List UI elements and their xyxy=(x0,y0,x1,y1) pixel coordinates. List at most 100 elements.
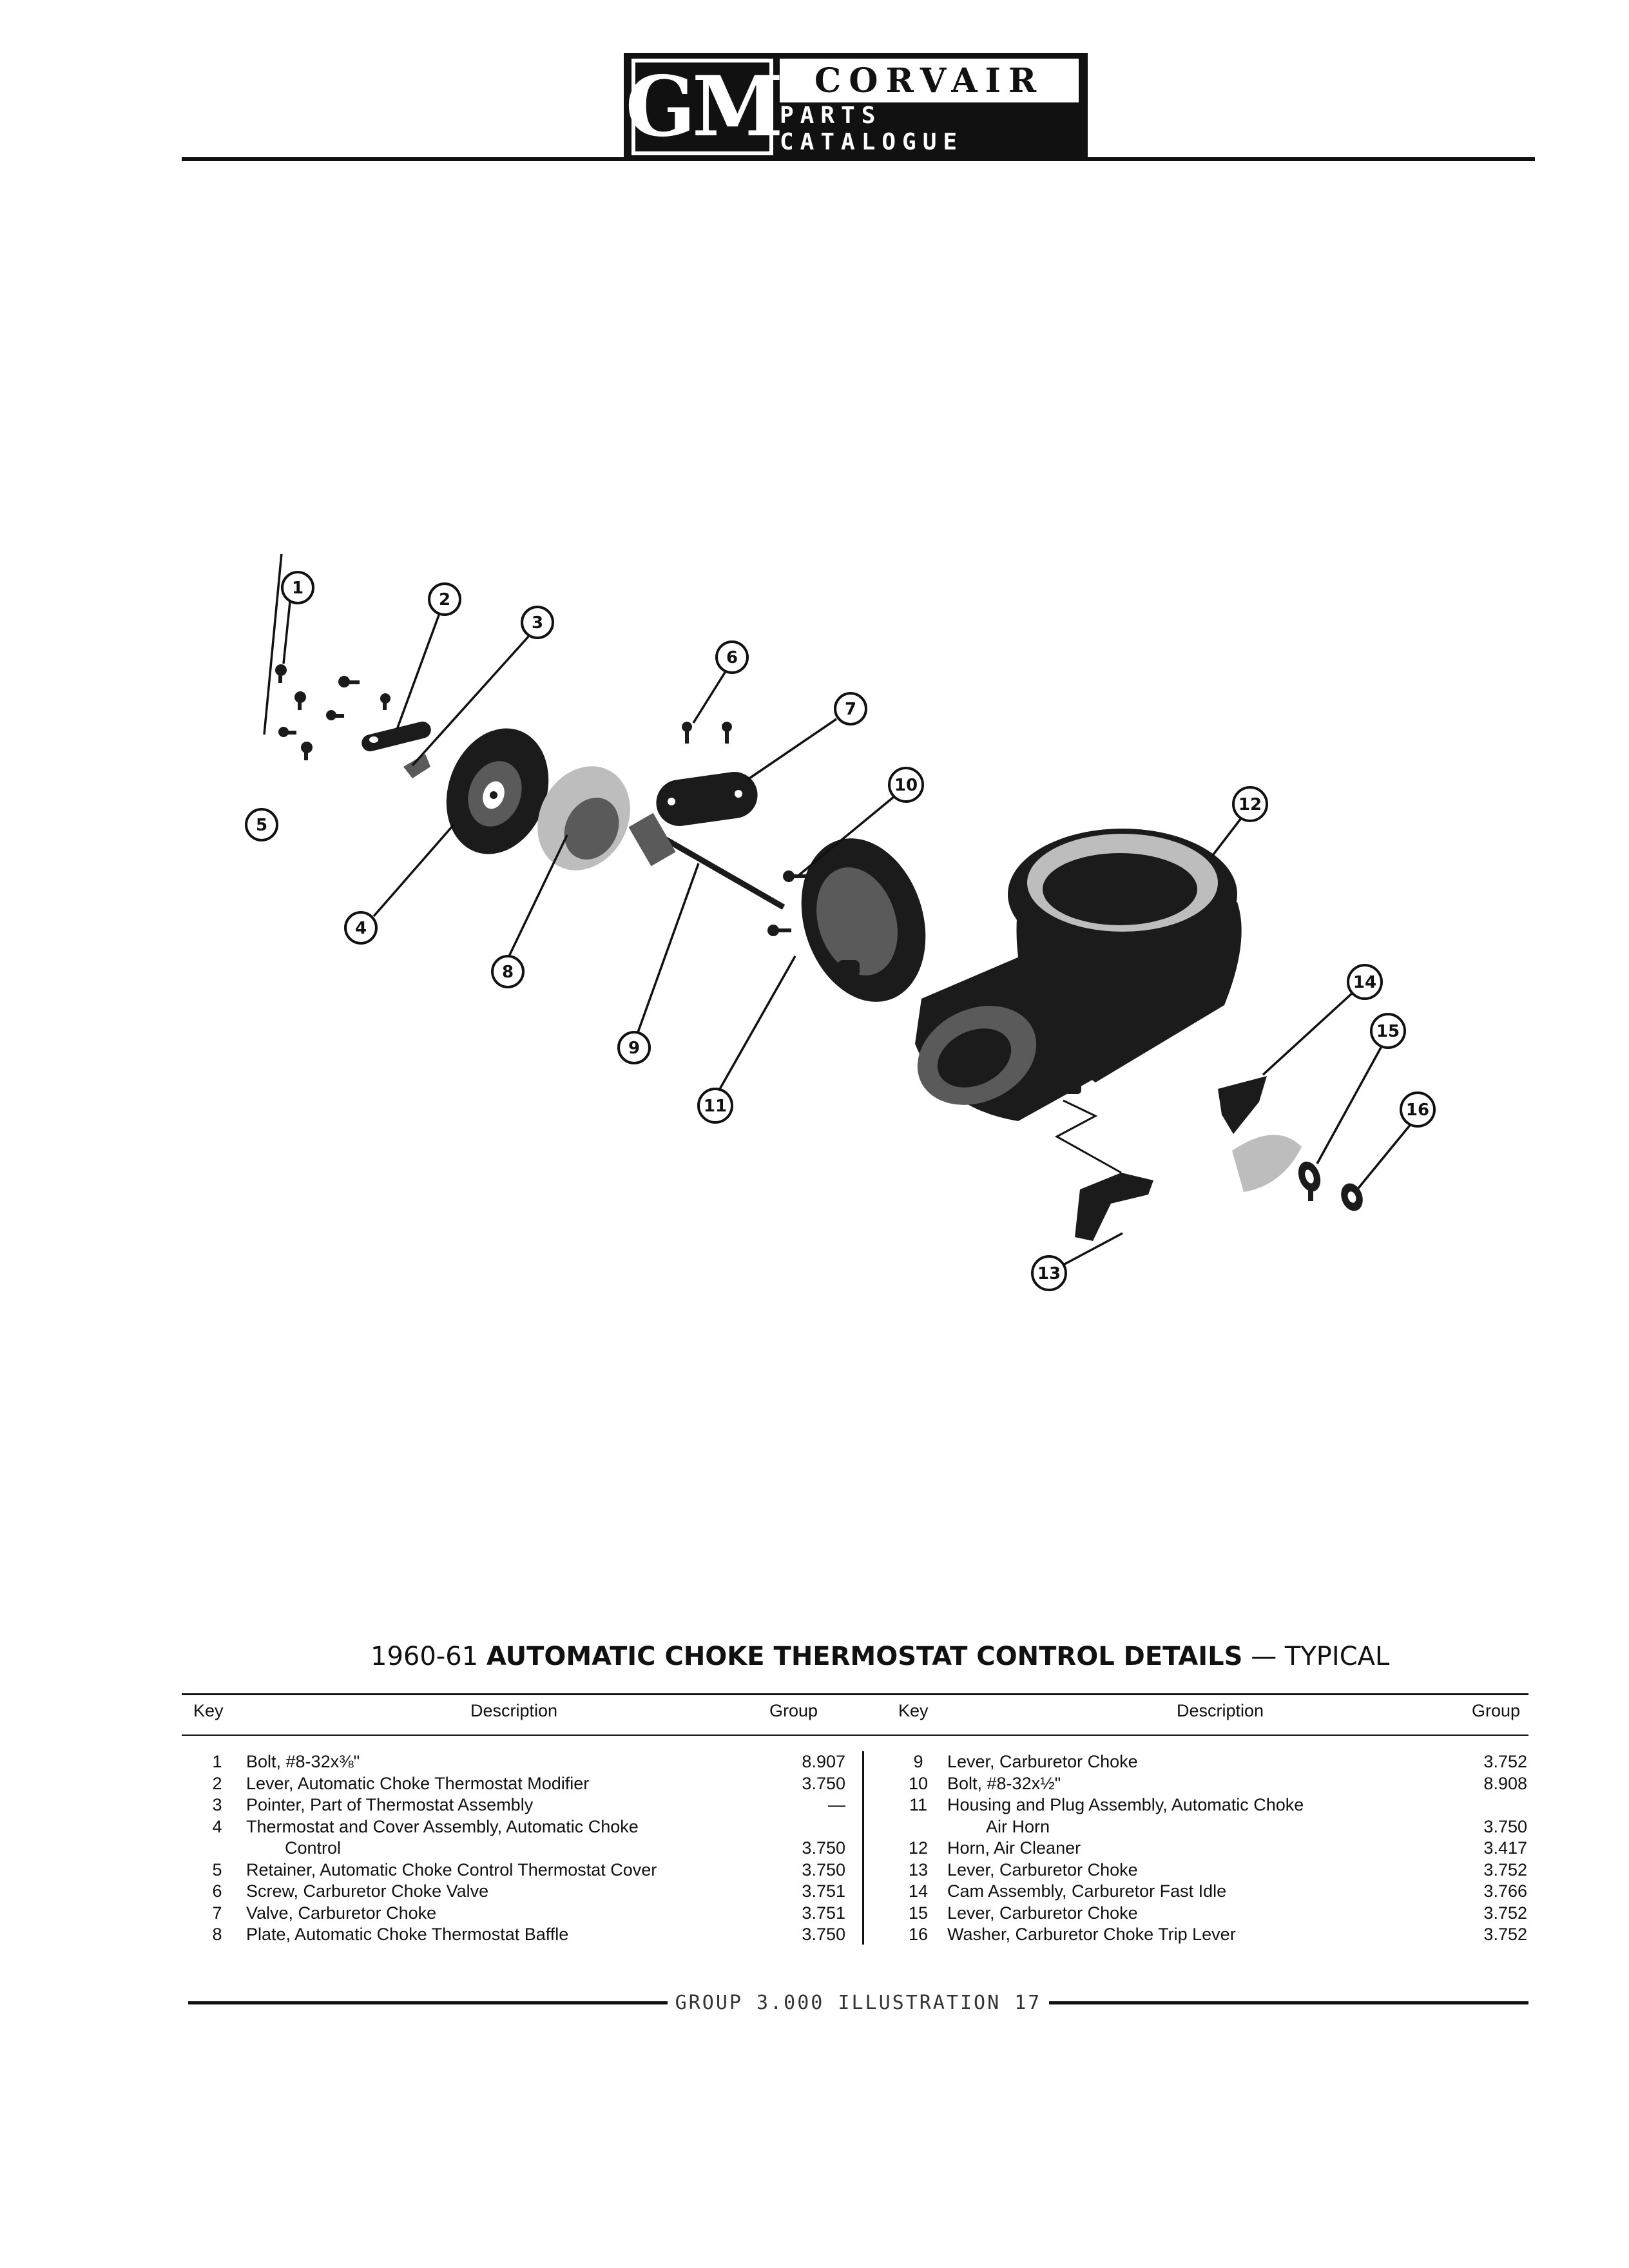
callout-3: 3 xyxy=(521,606,554,639)
table-row: 9 Lever, Carburetor Choke 3.752 xyxy=(889,1751,1527,1773)
footer-rule-left xyxy=(188,2001,668,2004)
row-key: 3 xyxy=(212,1795,222,1814)
table-top-rule xyxy=(182,1693,1528,1695)
row-key: 16 xyxy=(908,1925,929,1944)
header-key-left: Key xyxy=(193,1701,224,1720)
row-key xyxy=(188,1838,246,1860)
svg-text:10: 10 xyxy=(894,776,918,795)
svg-text:16: 16 xyxy=(1406,1100,1429,1120)
title-dash: — xyxy=(1251,1642,1277,1671)
row-group: 3.752 xyxy=(1483,1752,1527,1771)
logo-title: CORVAIR xyxy=(780,59,1079,102)
table-row: 6 Screw, Carburetor Choke Valve 3.751 xyxy=(188,1881,845,1903)
part-13-choke-lever xyxy=(1054,1099,1153,1241)
row-description: Plate, Automatic Choke Thermostat Baffle xyxy=(246,1925,569,1944)
part-10-bolts xyxy=(767,870,807,936)
row-description: Housing and Plug Assembly, Automatic Cho… xyxy=(947,1795,1304,1814)
part-12-air-cleaner-horn xyxy=(915,829,1242,1121)
header-group-right: Group xyxy=(1472,1701,1521,1720)
svg-text:3: 3 xyxy=(532,613,543,633)
table-row: 13 Lever, Carburetor Choke 3.752 xyxy=(889,1860,1527,1881)
table-row: 12 Horn, Air Cleaner 3.417 xyxy=(889,1838,1527,1860)
row-group: 3.750 xyxy=(802,1860,845,1879)
callout-2: 2 xyxy=(428,582,461,616)
illustration-title: 1960-61 AUTOMATIC CHOKE THERMOSTAT CONTR… xyxy=(371,1642,1427,1671)
row-description: Retainer, Automatic Choke Control Thermo… xyxy=(246,1860,657,1879)
callout-11: 11 xyxy=(697,1088,733,1124)
row-description: Bolt, #8-32x⅜" xyxy=(246,1752,360,1771)
table-row: 14 Cam Assembly, Carburetor Fast Idle 3.… xyxy=(889,1881,1527,1903)
row-description: Lever, Automatic Choke Thermostat Modifi… xyxy=(246,1773,590,1793)
svg-text:9: 9 xyxy=(628,1039,640,1058)
part-3-pointer xyxy=(403,754,430,778)
footer-text: GROUP 3.000 ILLUSTRATION 17 xyxy=(675,1991,1042,2014)
page-footer: GROUP 3.000 ILLUSTRATION 17 xyxy=(188,1990,1529,2015)
callout-10: 10 xyxy=(888,767,924,803)
svg-text:2: 2 xyxy=(439,590,450,610)
row-group: 3.751 xyxy=(802,1881,845,1901)
row-group: 3.766 xyxy=(1483,1881,1527,1901)
parts-table-left: 1 Bolt, #8-32x⅜" 8.907 2 Lever, Automati… xyxy=(188,1751,845,1946)
svg-text:5: 5 xyxy=(256,816,267,835)
row-description: Washer, Carburetor Choke Trip Lever xyxy=(947,1925,1236,1944)
table-row: 3 Pointer, Part of Thermostat Assembly — xyxy=(188,1794,845,1816)
table-row: 4 Thermostat and Cover Assembly, Automat… xyxy=(188,1816,845,1838)
callout-6: 6 xyxy=(715,640,749,674)
row-key: 13 xyxy=(908,1860,929,1879)
svg-text:12: 12 xyxy=(1239,795,1262,814)
svg-text:13: 13 xyxy=(1037,1264,1061,1283)
row-description: Bolt, #8-32x½" xyxy=(947,1773,1061,1793)
row-description: Cam Assembly, Carburetor Fast Idle xyxy=(947,1881,1227,1901)
svg-text:8: 8 xyxy=(502,963,514,982)
title-suffix: TYPICAL xyxy=(1284,1642,1390,1671)
part-9-choke-lever xyxy=(628,812,786,910)
row-description: Lever, Carburetor Choke xyxy=(947,1752,1138,1771)
table-row: Control 3.750 xyxy=(188,1838,845,1860)
title-main: AUTOMATIC CHOKE THERMOSTAT CONTROL DETAI… xyxy=(486,1642,1243,1671)
row-group: 3.752 xyxy=(1483,1903,1527,1923)
part-8-baffle-plate xyxy=(537,766,630,870)
row-description: Lever, Carburetor Choke xyxy=(947,1860,1138,1879)
row-group: 3.750 xyxy=(802,1773,845,1793)
header-description-left: Description xyxy=(470,1701,558,1720)
table-row: 5 Retainer, Automatic Choke Control Ther… xyxy=(188,1860,845,1881)
svg-text:14: 14 xyxy=(1353,973,1376,992)
gm-corvair-logo: GM CORVAIR PARTS CATALOGUE xyxy=(624,53,1088,161)
callout-7: 7 xyxy=(834,692,867,726)
part-2-modifier-lever xyxy=(361,721,431,752)
row-key: 12 xyxy=(908,1838,929,1858)
row-group: 8.908 xyxy=(1483,1773,1527,1793)
logo-subtitle: PARTS CATALOGUE xyxy=(780,102,964,155)
table-row: 8 Plate, Automatic Choke Thermostat Baff… xyxy=(188,1924,845,1946)
row-group: 3.752 xyxy=(1483,1860,1527,1879)
row-description: Valve, Carburetor Choke xyxy=(246,1903,437,1923)
row-key: 1 xyxy=(212,1752,222,1771)
svg-text:4: 4 xyxy=(355,919,367,938)
svg-text:6: 6 xyxy=(726,648,738,668)
row-key xyxy=(889,1816,947,1838)
row-group: — xyxy=(828,1795,845,1814)
part-4-thermostat-cover xyxy=(446,728,549,854)
part-15-lever xyxy=(1298,1161,1321,1201)
table-column-divider xyxy=(862,1751,864,1945)
footer-rule-right xyxy=(1049,2001,1529,2004)
row-key: 6 xyxy=(212,1881,222,1901)
part-6-screws xyxy=(682,722,732,744)
row-key: 10 xyxy=(908,1773,929,1793)
callout-5: 5 xyxy=(245,808,278,841)
row-group: 3.750 xyxy=(1483,1816,1527,1836)
row-key: 8 xyxy=(212,1925,222,1944)
row-key: 11 xyxy=(909,1795,928,1814)
row-group: 3.750 xyxy=(802,1925,845,1944)
callout-13: 13 xyxy=(1031,1255,1067,1291)
row-key: 5 xyxy=(212,1860,222,1879)
callout-9: 9 xyxy=(617,1031,651,1064)
row-group: 3.752 xyxy=(1483,1925,1527,1944)
table-row: 7 Valve, Carburetor Choke 3.751 xyxy=(188,1903,845,1925)
header-description-right: Description xyxy=(1177,1701,1264,1720)
row-key: 9 xyxy=(913,1752,923,1771)
table-row: 15 Lever, Carburetor Choke 3.752 xyxy=(889,1903,1527,1925)
callout-12: 12 xyxy=(1232,786,1268,822)
part-1-bolts xyxy=(275,664,390,760)
table-row: 16 Washer, Carburetor Choke Trip Lever 3… xyxy=(889,1924,1527,1946)
